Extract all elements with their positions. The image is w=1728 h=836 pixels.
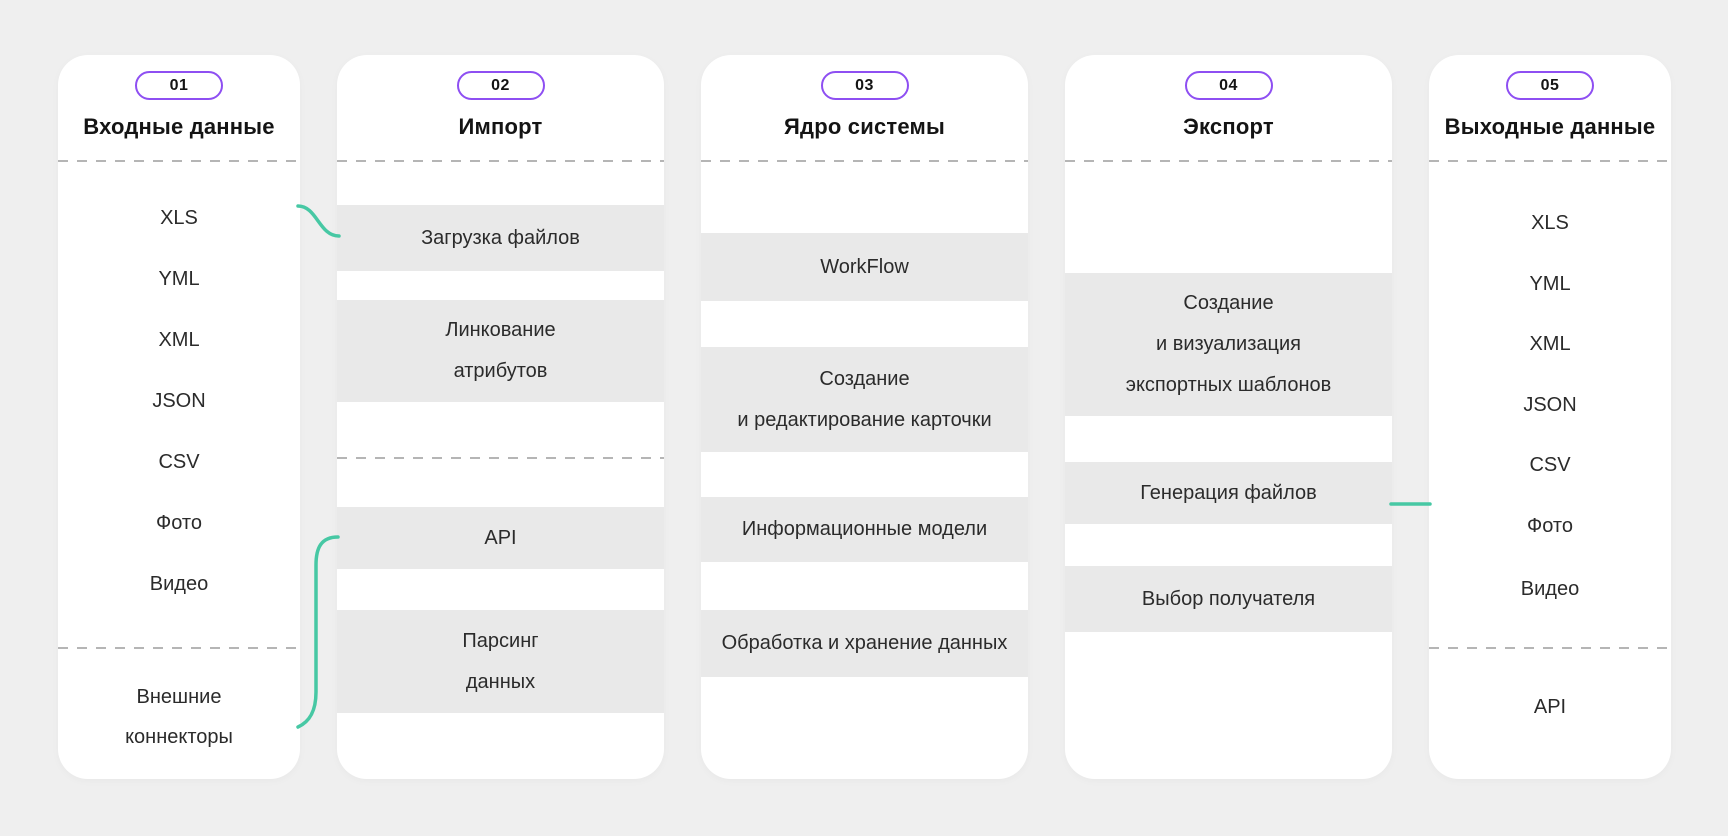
card-title-input-data: Входные данные (83, 114, 275, 139)
dashed-divider (1429, 160, 1671, 162)
card-title-system-core: Ядро системы (784, 114, 945, 139)
list-item-photo: Фото (1527, 515, 1573, 537)
row-line: Создание (819, 367, 910, 390)
row-line: Генерация файлов (1140, 481, 1317, 504)
dashed-divider (1429, 647, 1671, 649)
dashed-divider (337, 160, 664, 162)
process-row-data-parsing: Парсинг данных (337, 610, 664, 713)
list-item-video: Видео (149, 573, 209, 595)
card-input-data: 01 Входные данные XLS YML XML JSON CSV Ф… (58, 55, 300, 779)
dashed-divider (701, 160, 1028, 162)
list-item-photo: Фото (156, 512, 202, 534)
step-number: 01 (169, 76, 189, 94)
external-connectors-line-1: Внешние (136, 686, 222, 708)
row-line: и визуализация (1156, 333, 1301, 355)
list-item-yml: YML (1529, 273, 1571, 295)
row-line: Информационные модели (741, 518, 988, 540)
list-item-api: API (1533, 696, 1567, 718)
row-line: экспортных шаблонов (1125, 374, 1332, 396)
process-row-recipient-selection: Выбор получателя (1065, 566, 1392, 632)
process-row-information-models: Информационные модели (701, 497, 1028, 562)
list-item-external-connectors: Внешние коннекторы (58, 675, 300, 759)
step-badge-02: 02 (456, 71, 545, 100)
process-row-file-generation: Генерация файлов (1065, 462, 1392, 524)
dashed-divider (58, 647, 300, 649)
step-badge-05: 05 (1506, 71, 1594, 100)
list-item-json: JSON (1523, 394, 1577, 416)
step-badge-03: 03 (820, 71, 909, 100)
connector-input-to-import-top (296, 204, 341, 238)
row-line: Обработка и хранение данных (721, 632, 1008, 654)
process-row-api: API (337, 507, 664, 569)
card-output-data: 05 Выходные данные XLS YML XML JSON CSV … (1429, 55, 1671, 779)
process-row-data-processing-storage: Обработка и хранение данных (701, 610, 1028, 677)
row-line: данных (465, 670, 536, 693)
step-badge-04: 04 (1184, 71, 1273, 100)
row-line: Линкование (445, 319, 556, 341)
card-title-export: Экспорт (1183, 114, 1274, 139)
dashed-divider (1065, 160, 1392, 162)
step-number: 05 (1540, 76, 1560, 94)
card-import: 02 Импорт Загрузка файлов Линкование атр… (337, 55, 664, 779)
row-line: Создание (1183, 292, 1274, 314)
card-system-core: 03 Ядро системы WorkFlow Создание и реда… (701, 55, 1028, 779)
row-line: атрибутов (453, 360, 548, 382)
row-line: API (484, 526, 517, 549)
list-item-xls: XLS (1531, 212, 1569, 234)
dashed-divider (337, 457, 664, 459)
list-item-xls: XLS (160, 207, 198, 229)
card-export: 04 Экспорт Создание и визуализация экспо… (1065, 55, 1392, 779)
connector-input-to-import-bottom (296, 535, 340, 729)
dashed-divider (58, 160, 300, 162)
process-row-workflow: WorkFlow (701, 233, 1028, 301)
row-line: WorkFlow (820, 255, 909, 278)
process-row-card-editing: Создание и редактирование карточки (701, 347, 1028, 452)
list-item-csv: CSV (1529, 454, 1571, 476)
list-item-xml: XML (1529, 333, 1571, 355)
step-number: 03 (855, 76, 874, 94)
row-line: Парсинг (462, 629, 539, 652)
list-item-csv: CSV (158, 451, 200, 473)
list-item-video: Видео (1520, 578, 1580, 600)
list-item-yml: YML (158, 268, 200, 290)
step-badge-01: 01 (135, 71, 223, 100)
row-line: и редактирование карточки (737, 408, 992, 431)
process-row-file-upload: Загрузка файлов (337, 205, 664, 271)
list-item-json: JSON (152, 390, 206, 412)
process-row-export-templates: Создание и визуализация экспортных шабло… (1065, 273, 1392, 416)
card-title-output-data: Выходные данные (1444, 114, 1656, 139)
external-connectors-line-2: коннекторы (125, 726, 233, 748)
card-title-import: Импорт (458, 114, 543, 139)
row-line: Выбор получателя (1141, 587, 1316, 610)
step-number: 04 (1219, 76, 1238, 94)
step-number: 02 (491, 76, 510, 94)
row-line: Загрузка файлов (421, 226, 580, 249)
process-row-attribute-linking: Линкование атрибутов (337, 300, 664, 402)
list-item-xml: XML (158, 329, 200, 351)
